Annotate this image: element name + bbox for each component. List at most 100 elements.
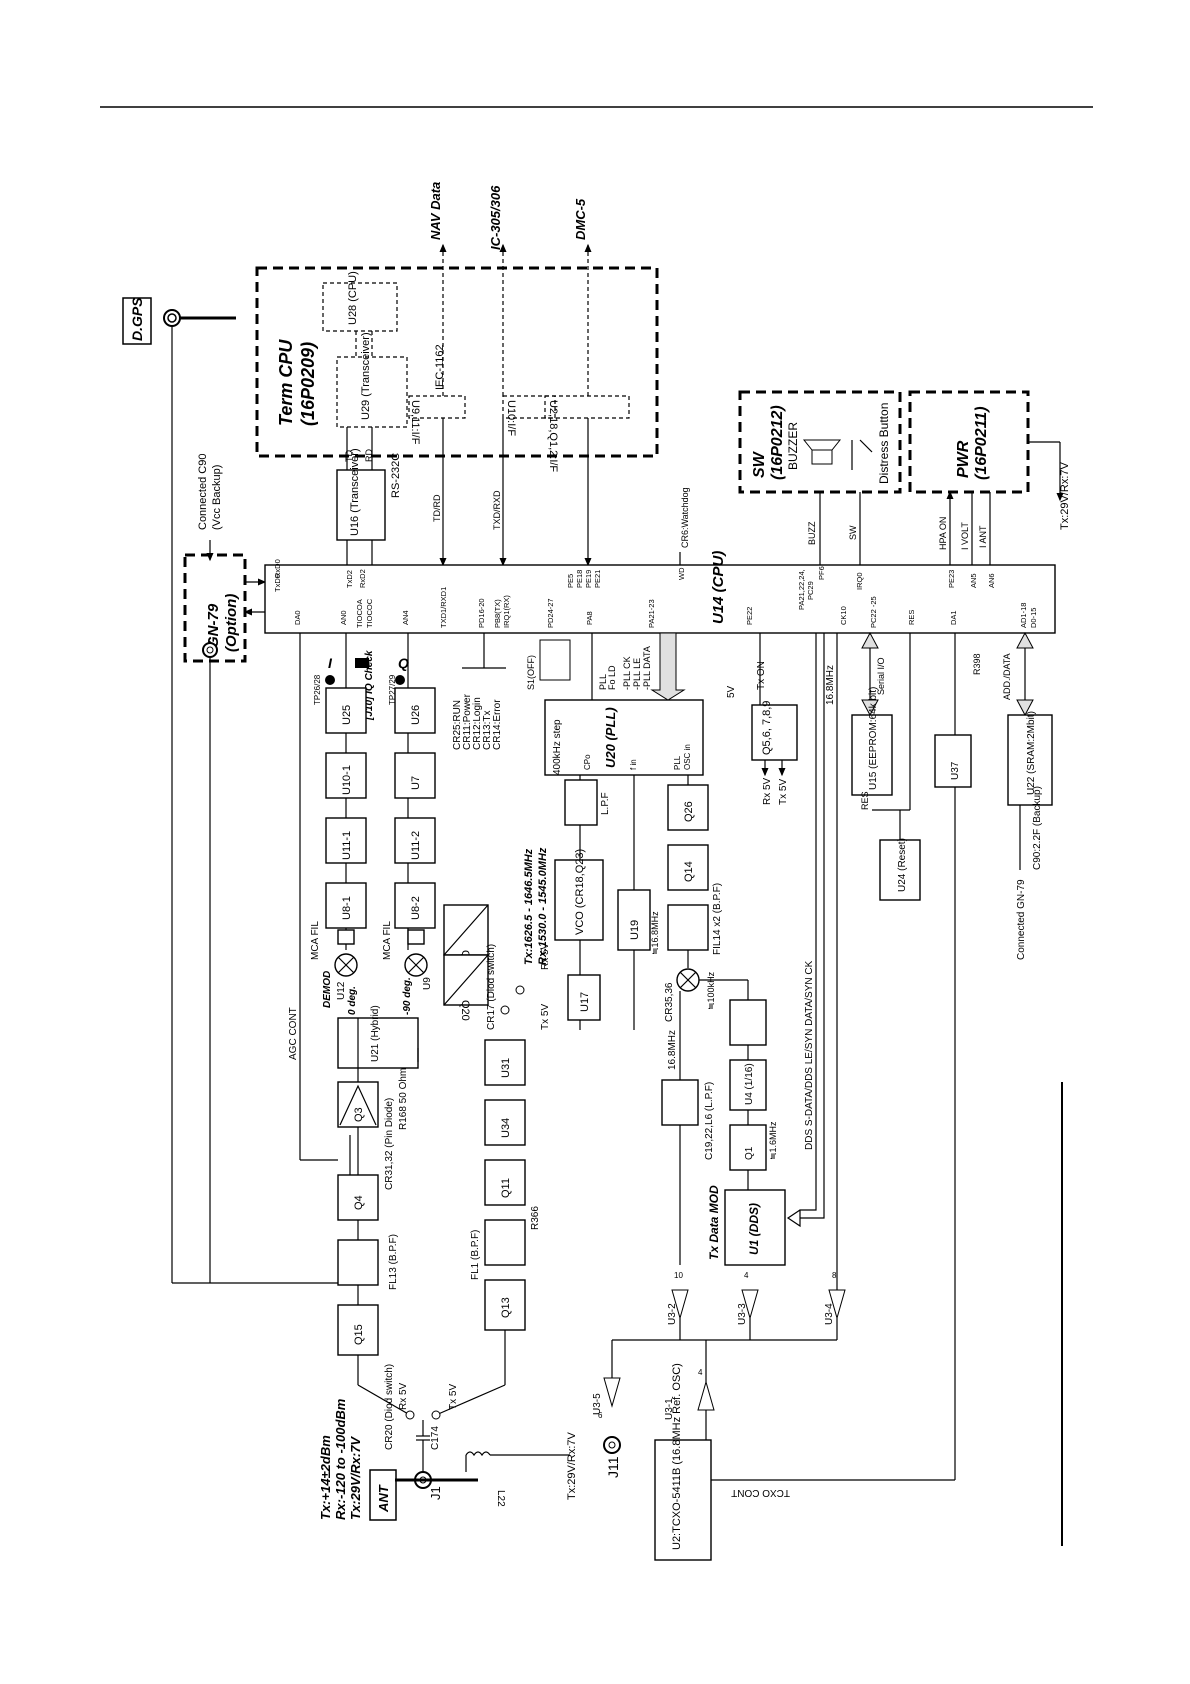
- q-chain: U26 U7 U11-2 U8-2: [394, 687, 436, 929]
- pin-6: 6: [598, 1411, 603, 1420]
- fl1-label: FL1 (B.P.F): [470, 1230, 481, 1280]
- u37-label: U37: [950, 761, 961, 780]
- f100k-label: ≒100kHz: [706, 971, 716, 1010]
- u8-2-label: U8-2: [410, 896, 422, 920]
- pin-da0: DA0: [293, 610, 302, 625]
- pwr-part: (16P0211): [973, 406, 990, 480]
- dgps-label: D.GPS: [129, 297, 145, 341]
- term-cpu-box: Term CPU (16P0209) U28 (CPU) U29 (Transc…: [255, 266, 659, 472]
- u9-label: U9: [422, 977, 433, 990]
- u11-1-label: U11-1: [341, 831, 353, 860]
- j1-label: J1: [428, 1486, 443, 1500]
- pll-data: -PLL DATA: [642, 646, 652, 690]
- pin-8: 8: [832, 1271, 837, 1280]
- mixer-u9: [404, 953, 428, 977]
- tcxo-cont-label: TCXO CONT: [731, 1487, 790, 1498]
- pin-pd16: PD16-20: [477, 598, 486, 628]
- deg0-label: 0 deg.: [347, 986, 358, 1015]
- pll-oscin: OSC in: [683, 744, 692, 770]
- rs232c-label: RS-232C: [390, 453, 402, 498]
- u21-block: [337, 1017, 419, 1069]
- term-cpu-title: Term CPU: [276, 339, 296, 426]
- rx5v-out: Rx 5V: [762, 777, 773, 805]
- dmc5-label: DMC-5: [573, 198, 588, 240]
- u21-label: U21 (Hybrid): [370, 1005, 381, 1062]
- pin-d0: D0-15: [1029, 608, 1038, 628]
- u3-2-label: U3-2: [667, 1303, 678, 1325]
- l22-label: L22: [495, 1490, 506, 1507]
- td-label: TD: [344, 450, 354, 462]
- u1-label: U1 (DDS): [747, 1203, 761, 1255]
- pin-pa8: PA8: [585, 611, 594, 625]
- cr20-tx5v: Tx 5V: [448, 1384, 459, 1410]
- pin-pd24: PD24-27: [546, 598, 555, 628]
- f168-top: 16.8MHz: [825, 665, 836, 705]
- u22-label: U22 (SRAM:2Mbit): [1026, 711, 1037, 795]
- cr17-label: CR17 (Diod switch): [486, 944, 497, 1030]
- i-chain: U25 U10-1 U11-1 U8-1: [325, 687, 367, 929]
- q13-label: Q13: [500, 1297, 512, 1318]
- freq-rx-label: Rx:1530.0 - 1545.0MHz: [537, 847, 549, 965]
- cr17-rx5v: Rx 5V: [540, 942, 551, 970]
- pin-ck10: CK10: [839, 606, 848, 625]
- u2-tcxo-block: [654, 1439, 712, 1561]
- tx-data-mod-label: Tx Data MOD: [707, 1185, 721, 1260]
- u3-3-label: U3-3: [737, 1303, 748, 1325]
- pin-pe21: PE21: [593, 570, 602, 588]
- q4-label: Q4: [353, 1195, 365, 1210]
- sw-box: SW (16P0212) BUZZER Distress Button: [738, 390, 902, 494]
- q3-label: Q3: [353, 1107, 365, 1122]
- term-cpu-part: (16P0209): [298, 342, 318, 426]
- pin-pf6: PF6: [817, 566, 826, 580]
- pin-4a: 4: [744, 1271, 749, 1280]
- u29-label: U29 (Transceiver): [360, 332, 372, 420]
- u2-label: U2:TCXO-5411B (16.8MHz Ref. OSC): [671, 1363, 683, 1550]
- pin-pe23: PE23: [947, 570, 956, 588]
- buzz-label: BUZZ: [807, 521, 817, 545]
- u17-label: U17: [579, 992, 591, 1012]
- tx-chain: U31 U34 Q11 Q13: [484, 1039, 526, 1331]
- connected-gn79-label: Connected GN-79: [1016, 879, 1027, 960]
- v5-label: 5V: [726, 685, 737, 698]
- ic305-label: IC-305/306: [488, 185, 503, 250]
- pin-txd2: TxD2: [345, 570, 354, 588]
- fil14-label: FIL14 x2 (B.P.F): [712, 883, 723, 955]
- pin-an6: AN6: [987, 573, 996, 588]
- tp26-label: TP26/28: [313, 674, 322, 705]
- pin-tiocoa: TIOCOA: [355, 599, 364, 628]
- pin-an0: AN0: [339, 610, 348, 625]
- f16-label: ≒1.6MHz: [768, 1121, 778, 1160]
- q15-label: Q15: [353, 1324, 365, 1345]
- u25-label: U25: [341, 705, 353, 725]
- pin-ad1: AD1-18: [1019, 603, 1028, 628]
- pwr-title: PWR: [955, 440, 972, 478]
- iec-label: IEC-1162: [434, 344, 446, 390]
- hpa-on-label: HPA ON: [938, 517, 948, 550]
- pll-le: -PLL LE: [632, 658, 642, 690]
- u14-label: U14 (CPU): [710, 551, 727, 624]
- u31-label: U31: [500, 1058, 512, 1078]
- pin-da1: DA1: [949, 610, 958, 625]
- q20-label: Q20: [459, 1000, 471, 1021]
- u26-label: U26: [410, 705, 422, 725]
- deg90-label: -90 deg.: [402, 977, 413, 1015]
- u34-label: U34: [500, 1118, 512, 1138]
- u3-1-label: U3-1: [664, 1398, 675, 1420]
- vco-label: VCO (CR18,Q23): [574, 849, 586, 935]
- pin-pc29: PC29: [806, 581, 815, 600]
- mca1-label: MCA FIL: [310, 921, 321, 960]
- sw-title: SW: [751, 450, 768, 478]
- iq-check-label: [J10] IQ Check: [364, 650, 375, 721]
- cr35-label: CR35,36: [664, 982, 675, 1022]
- pll-ck: -PLL CK: [622, 656, 632, 690]
- cr31-label: CR31,32 (Pin Diode): [384, 1098, 395, 1190]
- step-label: 400kHz step: [552, 719, 563, 775]
- gn79-option-label: (Option): [223, 594, 240, 652]
- cr6-label: CR6:Watchdog: [680, 487, 690, 548]
- pll-pll2: PLL: [673, 755, 682, 770]
- distress-label: Distress Button: [877, 403, 891, 484]
- res-label: RES: [860, 791, 870, 810]
- u4-label: U4 (1/16): [744, 1063, 755, 1105]
- led-run: CR25:RUN: [452, 700, 463, 750]
